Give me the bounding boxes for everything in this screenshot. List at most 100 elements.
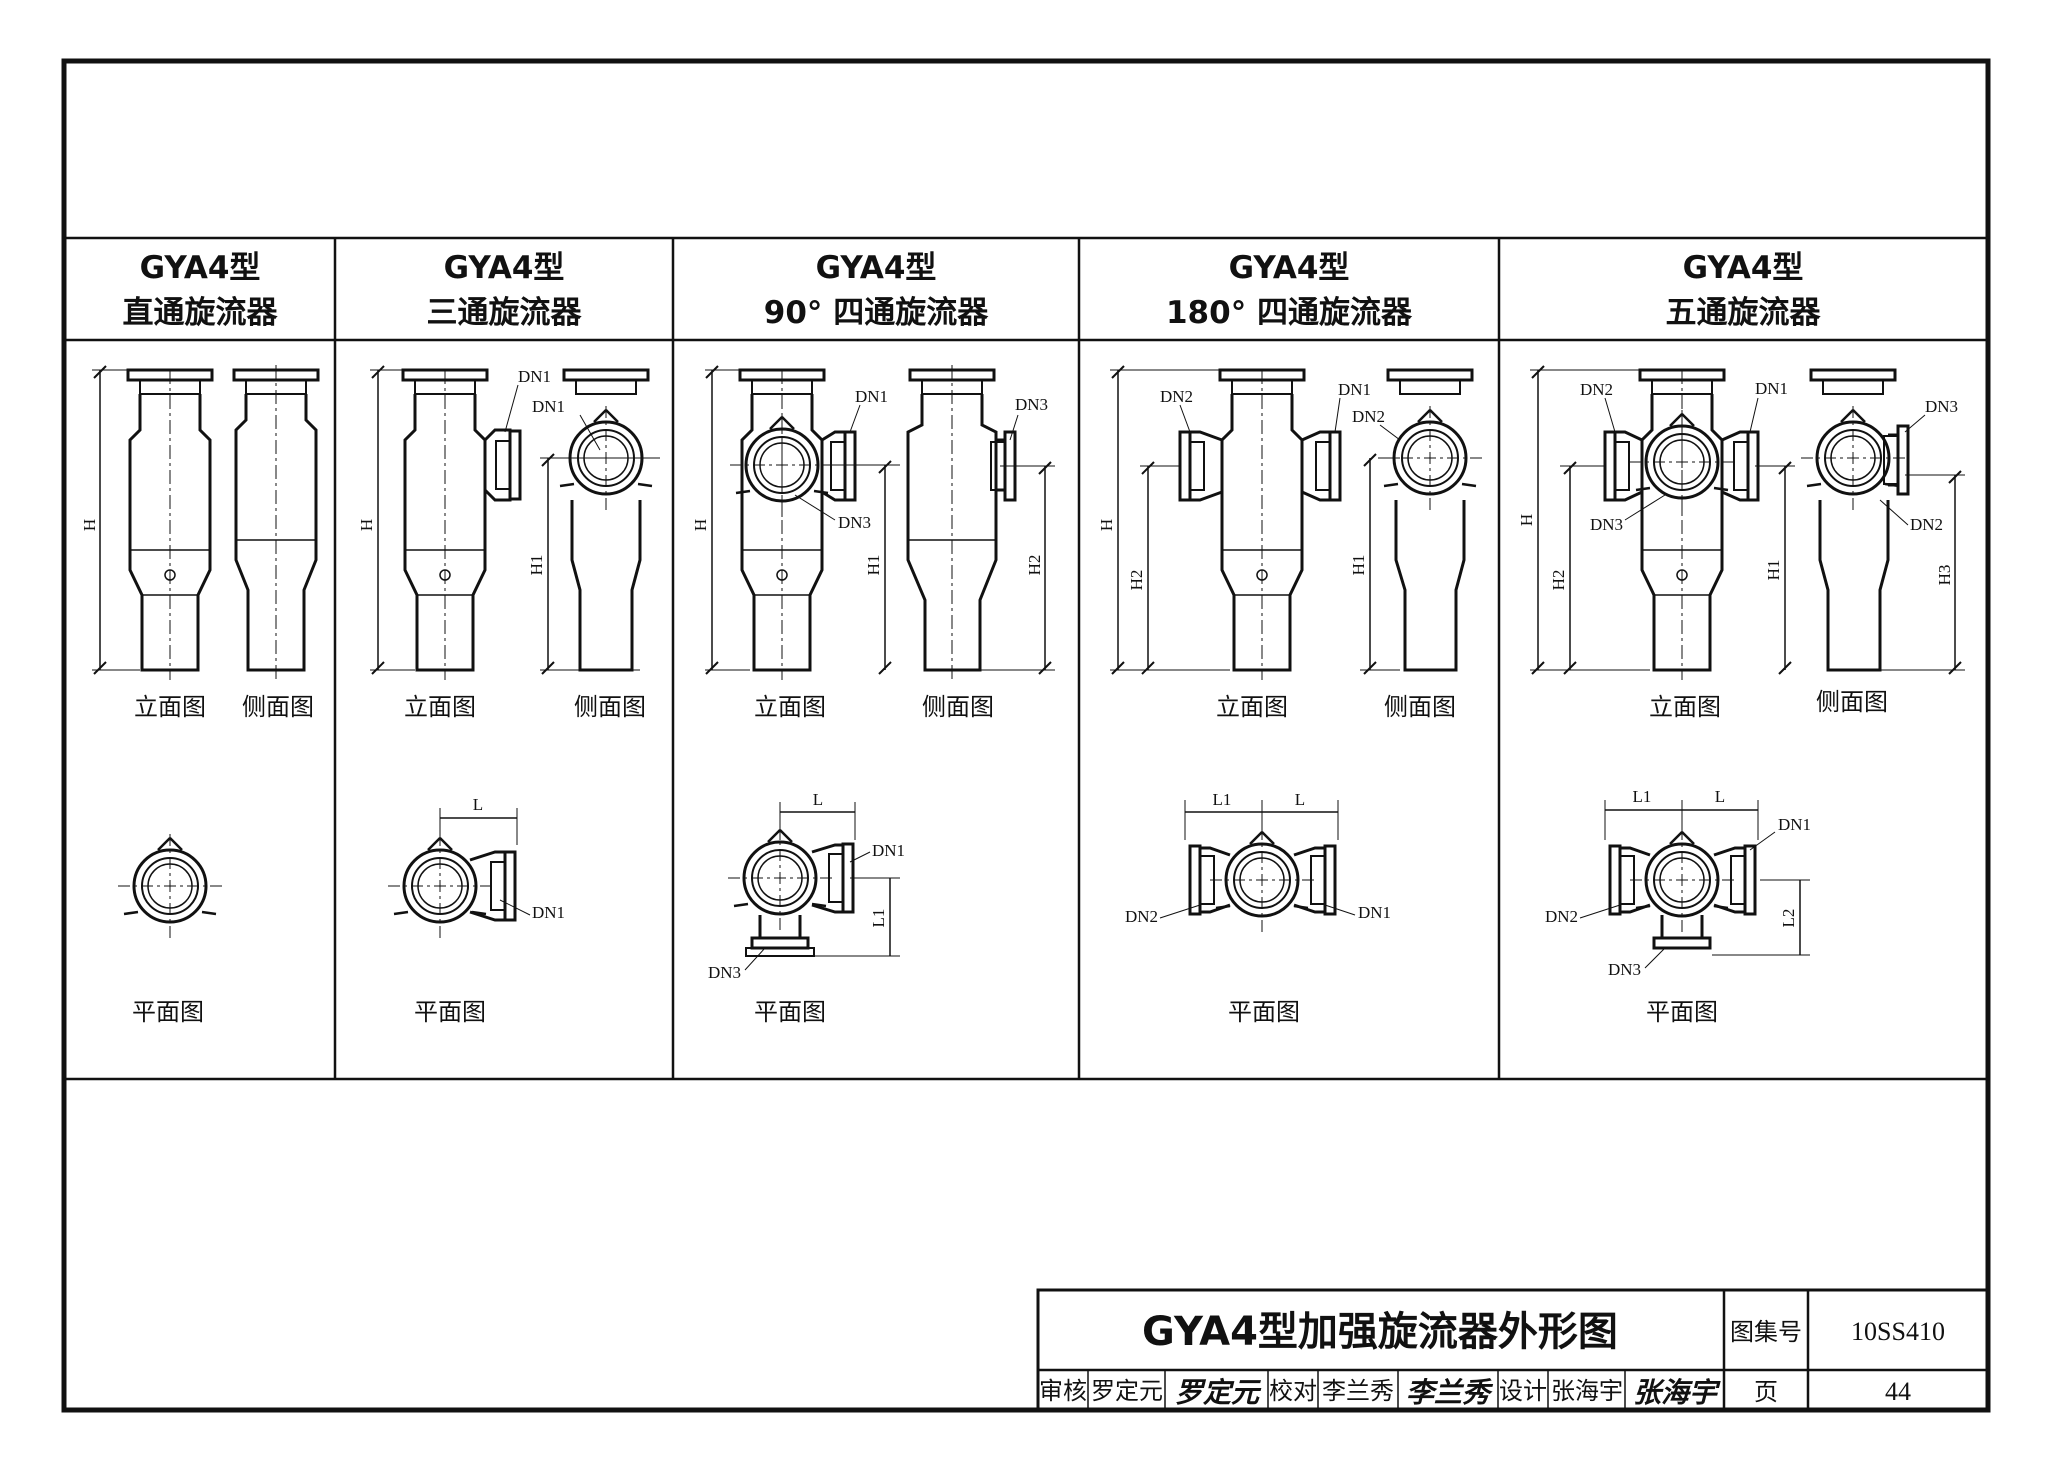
review-name: 罗定元	[1091, 1377, 1163, 1405]
dim-label: DN1	[1755, 379, 1788, 398]
title-block	[1036, 1288, 1990, 1412]
four-way-180-elevation-view: H H2 DN2 DN1	[1097, 365, 1371, 682]
header-name: 三通旋流器	[427, 295, 583, 331]
dim-label: DN1	[1338, 380, 1371, 399]
side-label: 侧面图	[242, 693, 314, 721]
straight-side-view	[232, 365, 320, 680]
drawing-frame	[61, 58, 1991, 1413]
dim-label: L2	[1779, 909, 1798, 928]
dim-label: L	[1715, 787, 1725, 806]
dim-label: H1	[1349, 555, 1368, 576]
dim-label: DN3	[708, 963, 741, 982]
dim-label: DN3	[1015, 395, 1048, 414]
column-header-2: GYA4型 三通旋流器	[427, 250, 583, 331]
tee-side-view: H1 DN1	[527, 368, 660, 675]
header-model: GYA4型	[444, 250, 565, 286]
dim-label: L	[1295, 790, 1305, 809]
four-way-180-side-view: H1 DN2	[1349, 368, 1484, 675]
column-header-4: GYA4型 180° 四通旋流器	[1166, 250, 1413, 331]
dim-label: H1	[1764, 560, 1783, 581]
dim-label: L1	[1633, 787, 1652, 806]
elevation-label: 立面图	[134, 693, 206, 721]
column-header-1: GYA4型 直通旋流器	[123, 250, 279, 331]
header-name: 五通旋流器	[1666, 295, 1822, 331]
check-label: 校对	[1269, 1377, 1317, 1405]
dim-label: DN1	[1778, 815, 1811, 834]
dim-label: L1	[869, 909, 888, 928]
side-label: 侧面图	[922, 693, 994, 721]
header-name: 直通旋流器	[123, 295, 279, 331]
dim-label: H	[80, 519, 99, 531]
dim-label: H3	[1935, 565, 1954, 586]
side-label: 侧面图	[1816, 688, 1888, 716]
column-header-5: GYA4型 五通旋流器	[1666, 250, 1822, 331]
header-model: GYA4型	[140, 250, 261, 286]
dim-label: DN2	[1160, 387, 1193, 406]
header-model: GYA4型	[1683, 250, 1804, 286]
elevation-label: 立面图	[404, 693, 476, 721]
dim-label: DN3	[1608, 960, 1641, 979]
page-label: 页	[1754, 1378, 1778, 1406]
page-number: 44	[1885, 1377, 1911, 1406]
header-model: GYA4型	[1229, 250, 1350, 286]
dim-label: DN3	[838, 513, 871, 532]
dim-label: DN2	[1580, 380, 1613, 399]
design-name: 张海宇	[1551, 1377, 1623, 1405]
dim-label: H1	[527, 555, 546, 576]
check-name: 李兰秀	[1322, 1377, 1394, 1405]
dim-label: H2	[1549, 570, 1568, 591]
elevation-label: 立面图	[1216, 693, 1288, 721]
drawing-title: GYA4型加强旋流器外形图	[1142, 1309, 1618, 1355]
dim-label: L	[813, 790, 823, 809]
design-label: 设计	[1499, 1377, 1547, 1405]
four-way-180-plan-view: L1 L DN2 DN1	[1125, 790, 1391, 934]
dim-label: DN1	[855, 387, 888, 406]
dim-label: L	[473, 795, 483, 814]
dim-label: H	[1097, 519, 1116, 531]
header-model: GYA4型	[816, 250, 937, 286]
plan-label: 平面图	[132, 998, 204, 1026]
elevation-label: 立面图	[754, 693, 826, 721]
straight-plan-view	[116, 832, 224, 940]
dim-label: H	[691, 519, 710, 531]
plan-label: 平面图	[414, 998, 486, 1026]
five-way-side-view: H3 DN3 DN2	[1799, 368, 1965, 675]
dim-label: DN1	[518, 367, 551, 386]
design-signature: 张海宇	[1633, 1376, 1721, 1409]
dim-label: DN1	[1358, 903, 1391, 922]
tee-elevation-view: H DN1	[357, 365, 551, 682]
four-way-90-plan-view: L L1 DN1 DN3	[708, 790, 905, 982]
side-label: 侧面图	[574, 693, 646, 721]
dim-label: H2	[1127, 570, 1146, 591]
plan-label: 平面图	[1228, 998, 1300, 1026]
check-signature: 李兰秀	[1406, 1376, 1494, 1409]
plan-label: 平面图	[1646, 998, 1718, 1026]
header-name: 90° 四通旋流器	[764, 295, 989, 331]
dim-label: H	[1517, 514, 1536, 526]
column-header-3: GYA4型 90° 四通旋流器	[764, 250, 989, 331]
table-grid	[64, 236, 1988, 1081]
five-way-elevation-view: H H2 H1 DN2 DN1 DN3	[1517, 365, 1795, 682]
four-way-90-elevation-view: H H1 DN1 DN3	[691, 365, 900, 682]
dim-label: DN2	[1545, 907, 1578, 926]
dim-label: DN1	[532, 397, 565, 416]
elevation-label: 立面图	[1649, 693, 1721, 721]
dim-label: DN1	[532, 903, 565, 922]
plan-label: 平面图	[754, 998, 826, 1026]
dim-label: H2	[1025, 555, 1044, 576]
review-label: 审核	[1039, 1377, 1087, 1405]
dim-label: DN2	[1910, 515, 1943, 534]
dim-label: H	[357, 519, 376, 531]
atlas-label: 图集号	[1730, 1318, 1802, 1346]
tee-plan-view: L DN1	[386, 795, 565, 940]
dim-label: DN3	[1590, 515, 1623, 534]
review-signature: 罗定元	[1175, 1376, 1262, 1409]
dim-label: DN3	[1925, 397, 1958, 416]
dim-label: L1	[1213, 790, 1232, 809]
four-way-90-side-view: H2 DN3	[906, 365, 1055, 680]
side-label: 侧面图	[1384, 693, 1456, 721]
dim-label: DN2	[1352, 407, 1385, 426]
dim-label: DN1	[872, 841, 905, 860]
straight-elevation-view: H	[80, 365, 214, 682]
dim-label: DN2	[1125, 907, 1158, 926]
